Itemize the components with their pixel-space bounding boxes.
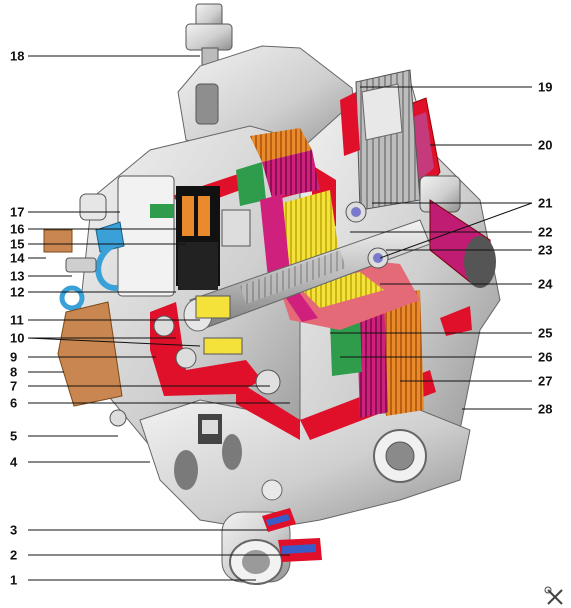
callout-number-6: 6	[10, 396, 17, 411]
callouts-right: 19 20 21 22 23 24 25 26 27 28	[330, 80, 553, 417]
suppression-capacitor	[57, 301, 123, 407]
callout-11: 11	[10, 313, 200, 328]
bearings	[153, 201, 389, 369]
callout-15: 15	[10, 237, 186, 252]
callout-number-27: 27	[538, 374, 552, 389]
callout-number-12: 12	[10, 285, 24, 300]
callout-number-14: 14	[10, 251, 25, 266]
callout-number-3: 3	[10, 523, 17, 538]
callout-number-19: 19	[538, 80, 552, 95]
callout-number-26: 26	[538, 350, 552, 365]
callout-26: 26	[340, 350, 552, 365]
callout-19: 19	[360, 80, 552, 95]
callout-16: 16	[10, 222, 178, 237]
callout-5: 5	[10, 429, 118, 444]
callout-22: 22	[350, 225, 552, 240]
callout-23: 23	[386, 243, 552, 258]
callout-8: 8	[10, 365, 64, 380]
callout-9: 9	[10, 350, 156, 365]
callout-number-22: 22	[538, 225, 552, 240]
callout-number-5: 5	[10, 429, 17, 444]
callout-number-18: 18	[10, 49, 24, 64]
callout-number-16: 16	[10, 222, 24, 237]
callout-number-25: 25	[538, 326, 552, 341]
mounting-stud	[185, 3, 233, 71]
callout-20: 20	[430, 138, 552, 153]
callout-number-4: 4	[10, 455, 18, 470]
callout-17: 17	[10, 205, 120, 220]
callout-21: 21	[372, 196, 552, 211]
callout-leader-21b	[379, 202, 533, 259]
callout-4: 4	[10, 455, 150, 470]
callout-13: 13	[10, 269, 72, 284]
callout-2: 2	[10, 548, 290, 563]
callout-6: 6	[10, 396, 290, 411]
callout-number-10: 10	[10, 331, 24, 346]
callout-27: 27	[400, 374, 552, 389]
callout-14: 14	[10, 251, 46, 266]
wrench-logo-icon	[544, 586, 563, 605]
callout-10: 10	[10, 331, 176, 346]
callout-3: 3	[10, 523, 268, 538]
callout-leader-10b	[27, 337, 201, 347]
callout-24: 24	[380, 277, 553, 292]
callout-25: 25	[330, 326, 552, 341]
callout-1: 1	[10, 573, 256, 588]
callout-number-8: 8	[10, 365, 17, 380]
callout-number-23: 23	[538, 243, 552, 258]
callout-12: 12	[10, 285, 176, 300]
callout-7: 7	[10, 379, 270, 394]
callout-number-24: 24	[538, 277, 553, 292]
callout-28: 28	[462, 402, 552, 417]
stator	[236, 128, 424, 418]
callout-number-11: 11	[10, 313, 24, 328]
callout-number-7: 7	[10, 379, 17, 394]
callout-number-15: 15	[10, 237, 24, 252]
alternator-body	[43, 3, 501, 585]
callout-number-17: 17	[10, 205, 24, 220]
callout-18: 18	[10, 49, 200, 64]
brush-holder-regulator	[117, 175, 251, 355]
callout-number-13: 13	[10, 269, 24, 284]
rectifier-unit	[109, 369, 281, 444]
callout-number-28: 28	[538, 402, 552, 417]
callout-number-9: 9	[10, 350, 17, 365]
callout-number-1: 1	[10, 573, 17, 588]
callout-number-20: 20	[538, 138, 552, 153]
callout-number-2: 2	[10, 548, 17, 563]
callout-number-21: 21	[538, 196, 552, 211]
